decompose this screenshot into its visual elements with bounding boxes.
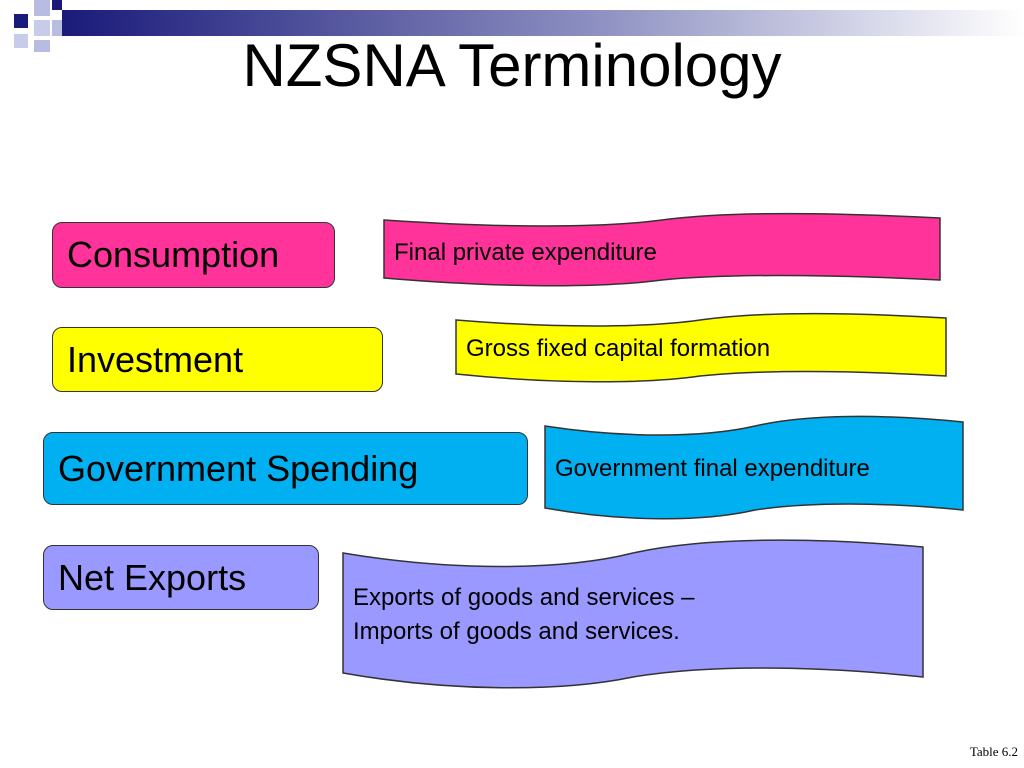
term-label-net-exports: Net Exports bbox=[58, 556, 247, 598]
banner-text-net-exports: Exports of goods and services – Imports … bbox=[353, 581, 695, 649]
banner-line: Imports of goods and services. bbox=[353, 618, 680, 645]
banner-government-spending: Government final expenditure bbox=[543, 414, 965, 522]
term-box-investment: Investment bbox=[52, 327, 383, 392]
term-label-consumption: Consumption bbox=[67, 234, 280, 275]
deco-square-navy-2 bbox=[52, 0, 62, 10]
deco-square-light-1 bbox=[34, 0, 50, 16]
banner-text-government-spending: Government final expenditure bbox=[555, 452, 870, 486]
deco-square-navy-1 bbox=[14, 14, 28, 28]
banner-line: Gross fixed capital formation bbox=[466, 335, 771, 362]
banner-line: Exports of goods and services – bbox=[353, 584, 695, 611]
banner-investment: Gross fixed capital formation bbox=[454, 312, 948, 384]
term-label-government-spending: Government Spending bbox=[58, 447, 419, 489]
banner-line: Final private expenditure bbox=[394, 239, 657, 266]
banner-shape-investment bbox=[455, 312, 947, 383]
slide-title: NZSNA Terminology bbox=[242, 32, 782, 99]
banner-net-exports: Exports of goods and services – Imports … bbox=[341, 537, 925, 692]
top-gradient-bar bbox=[62, 10, 1024, 36]
banner-consumption: Final private expenditure bbox=[382, 212, 942, 288]
term-box-government-spending: Government Spending bbox=[43, 432, 528, 505]
deco-square-light-5 bbox=[34, 40, 50, 52]
banner-text-consumption: Final private expenditure bbox=[394, 236, 657, 270]
term-label-investment: Investment bbox=[67, 338, 244, 380]
banner-shape-consumption bbox=[383, 212, 941, 287]
banner-shape-net-exports bbox=[342, 539, 924, 689]
deco-square-light-4 bbox=[14, 34, 28, 48]
table-reference: Table 6.2 bbox=[969, 744, 1018, 759]
banner-text-investment: Gross fixed capital formation bbox=[466, 332, 770, 366]
deco-square-light-2 bbox=[34, 20, 50, 36]
term-box-consumption: Consumption bbox=[52, 222, 335, 288]
banner-shape-government-spending bbox=[544, 415, 964, 520]
banner-line: Government final expenditure bbox=[555, 455, 870, 482]
term-box-net-exports: Net Exports bbox=[43, 545, 319, 610]
